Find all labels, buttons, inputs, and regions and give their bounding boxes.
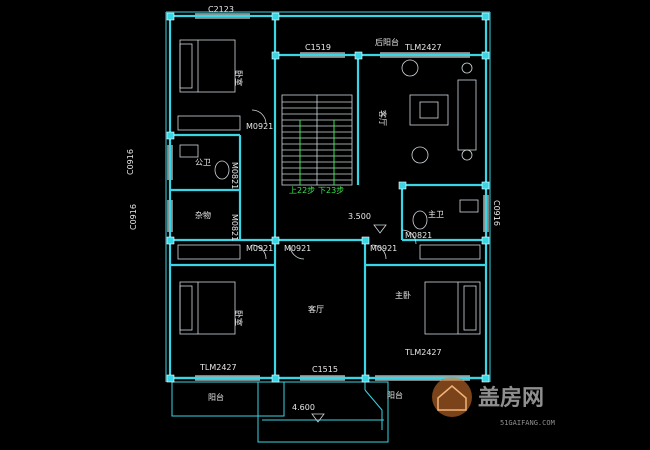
label-elev-low: 4.600	[292, 403, 315, 412]
bottom-balcony	[171, 378, 389, 443]
label-balcony-s: 阳台	[208, 392, 224, 402]
bathroom-fixtures	[179, 144, 479, 230]
label-m0821-r: M0821	[405, 231, 432, 240]
plan-labels: C2123 C1519 后阳台 TLM2427 客厅 卧室 M0921 公卫 M…	[126, 5, 501, 412]
label-tlm-sw: TLM2427	[199, 363, 237, 372]
label-tlm-top: TLM2427	[404, 43, 442, 52]
label-c1519: C1519	[305, 43, 331, 52]
label-balcony-top: 后阳台	[375, 37, 399, 47]
label-elev-mid: 3.500	[348, 212, 371, 221]
label-bath-master: 主卫	[428, 209, 444, 219]
bed-master	[424, 281, 481, 335]
label-m0821-w2: M0821	[230, 214, 239, 241]
label-c0916-b: C0916	[129, 204, 138, 230]
staircase	[281, 94, 353, 186]
bed-northwest	[179, 39, 236, 93]
living-furniture	[401, 59, 477, 164]
wardrobes	[177, 115, 481, 260]
label-c0916-c: C0916	[492, 200, 501, 226]
label-m0921-f: M0921	[370, 244, 397, 253]
house-icon	[432, 377, 472, 417]
columns	[166, 12, 490, 383]
label-tlm-r: TLM2427	[404, 348, 442, 357]
windows	[167, 13, 489, 381]
label-master-bed: 主卧	[395, 290, 411, 300]
label-bath-w: 公卫	[195, 158, 211, 167]
label-hall: 客厅	[308, 304, 324, 314]
label-m0921-e: M0921	[284, 244, 311, 253]
label-bedroom-sw: 卧室	[234, 310, 244, 326]
label-living: 客厅	[378, 110, 388, 126]
door-swings	[251, 109, 417, 260]
label-stair-up: 上22步	[289, 186, 315, 195]
label-bedroom-nw: 卧室	[234, 70, 244, 86]
label-stair-down: 下23步	[318, 186, 344, 195]
label-m0821-w1: M0821	[230, 162, 239, 189]
label-c1515: C1515	[312, 365, 338, 374]
label-m0921-d: M0921	[246, 244, 273, 253]
label-c0916-a: C0916	[126, 149, 135, 175]
logo-text: 盖房网	[478, 385, 544, 411]
label-m0921-a: M0921	[246, 122, 273, 131]
label-c2123: C2123	[208, 5, 234, 14]
label-balcony-se: 阳台	[387, 390, 403, 400]
elevation-markers	[311, 224, 387, 423]
bed-southwest	[179, 281, 236, 335]
label-storage-w: 杂物	[195, 210, 211, 220]
interior-walls	[170, 16, 486, 380]
outer-walls	[165, 11, 491, 382]
watermark-logo: 盖房网 51GAIFANG.COM	[432, 377, 555, 427]
logo-url: 51GAIFANG.COM	[500, 419, 555, 427]
